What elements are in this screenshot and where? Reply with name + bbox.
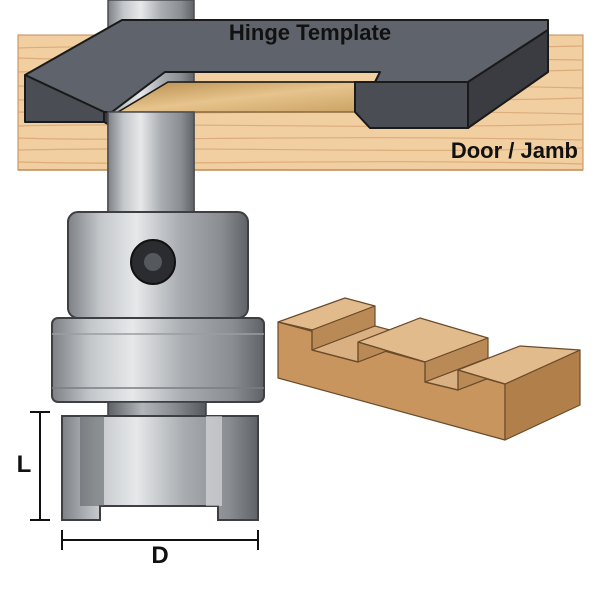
diameter-dimension bbox=[61, 530, 259, 550]
length-dimension bbox=[30, 411, 50, 521]
grooved-wood-block bbox=[277, 297, 581, 441]
router-bit-bearing bbox=[51, 317, 265, 403]
hinge-template-label: Hinge Template bbox=[229, 20, 391, 45]
length-label: L bbox=[17, 451, 32, 478]
diameter-label: D bbox=[151, 542, 168, 569]
door-jamb-label: Door / Jamb bbox=[451, 138, 578, 163]
hinge-template bbox=[24, 19, 549, 129]
router-bit bbox=[51, 211, 265, 521]
